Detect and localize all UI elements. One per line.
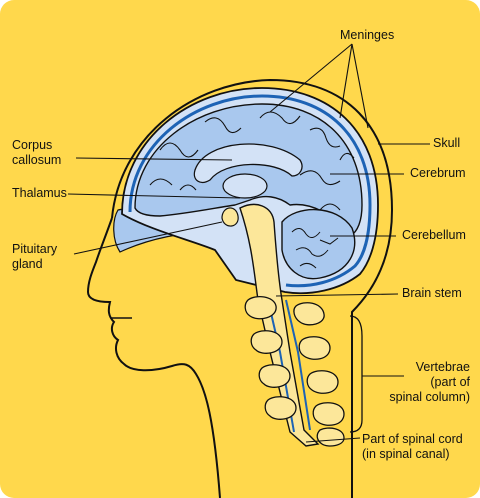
spinal-canal	[285, 299, 311, 431]
label-vertebrae: Vertebrae (part of spinal column)	[389, 360, 470, 404]
vertebrae-bracket	[349, 315, 363, 433]
label-cerebellum: Cerebellum	[402, 228, 466, 242]
pituitary-gland	[221, 207, 239, 227]
corpus-callosum	[193, 143, 303, 184]
label-spinal-cord: Part of spinal cord (in spinal canal)	[362, 432, 463, 461]
head-outline	[111, 78, 394, 498]
meninges-layer	[128, 94, 372, 288]
label-brain-stem: Brain stem	[402, 286, 462, 300]
label-cerebrum: Cerebrum	[410, 166, 466, 180]
cerebellum	[281, 208, 356, 280]
label-corpus-callosum: Corpus callosum	[12, 138, 62, 167]
label-skull: Skull	[433, 136, 461, 150]
vertebrae	[244, 295, 345, 447]
face-profile	[86, 217, 221, 498]
label-pituitary-gland: Pituitary gland	[12, 242, 58, 271]
leader-lines	[67, 43, 430, 443]
label-thalamus: Thalamus	[12, 186, 67, 200]
brain-stem	[239, 203, 320, 447]
label-meninges: Meninges	[340, 28, 395, 42]
thalamus	[222, 173, 268, 199]
